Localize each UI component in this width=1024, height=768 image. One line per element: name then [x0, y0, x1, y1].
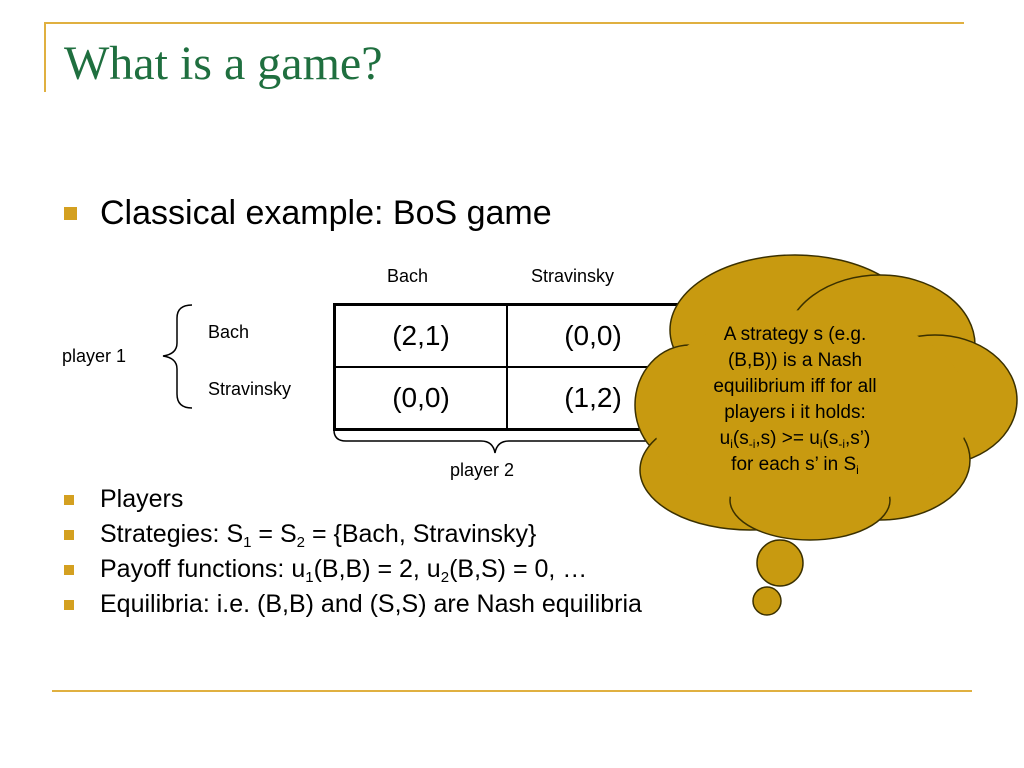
player1-label: player 1	[62, 346, 127, 366]
bullet-square-icon	[64, 600, 74, 610]
payoff-cell-bb: (2,1)	[333, 303, 508, 368]
row-header-stravinsky: Stravinsky	[208, 379, 292, 399]
top-rule	[44, 22, 964, 24]
row-header-bach: Bach	[208, 322, 250, 342]
player2-brace-icon	[333, 429, 658, 454]
bullet-square-icon	[64, 530, 74, 540]
bubble-line: players i it holds:	[724, 402, 866, 423]
left-rule	[44, 22, 46, 92]
payoff-cell-bs: (0,0)	[506, 303, 681, 368]
bullet-text: Payoff functions: u1(B,B) = 2, u2(B,S) =…	[100, 555, 588, 586]
column-header-bach: Bach	[387, 266, 429, 286]
main-bullet-text: Classical example: BoS game	[100, 194, 552, 232]
bottom-rule	[52, 690, 972, 692]
player1-brace-icon	[162, 304, 193, 409]
bubble-line: (B,B)) is a Nash	[727, 350, 863, 371]
bubble-line: A strategy s (e.g.	[723, 324, 867, 345]
table-row: (2,1) (0,0)	[333, 303, 681, 368]
bubble-line: ui(s-i,s) >= ui(s-i,s’)	[719, 428, 871, 451]
bullet-text: Equilibria: i.e. (B,B) and (S,S) are Nas…	[100, 590, 642, 618]
column-header-stravinsky: Stravinsky	[531, 266, 615, 286]
payoff-cell-sb: (0,0)	[333, 366, 508, 431]
bullet-text: Strategies: S1 = S2 = {Bach, Stravinsky}	[100, 520, 537, 551]
bubble-line: equilibrium iff for all	[713, 376, 877, 397]
bullet-text: Players	[100, 485, 184, 513]
bullet-square-icon	[64, 207, 77, 220]
bullet-square-icon	[64, 565, 74, 575]
thought-bubble-text: A strategy s (e.g. (B,B)) is a Nash equi…	[672, 322, 918, 478]
bubble-line: for each s’ in Si	[731, 454, 859, 477]
player2-label: player 2	[450, 460, 515, 480]
bullet-square-icon	[64, 495, 74, 505]
slide-title: What is a game?	[64, 37, 383, 90]
